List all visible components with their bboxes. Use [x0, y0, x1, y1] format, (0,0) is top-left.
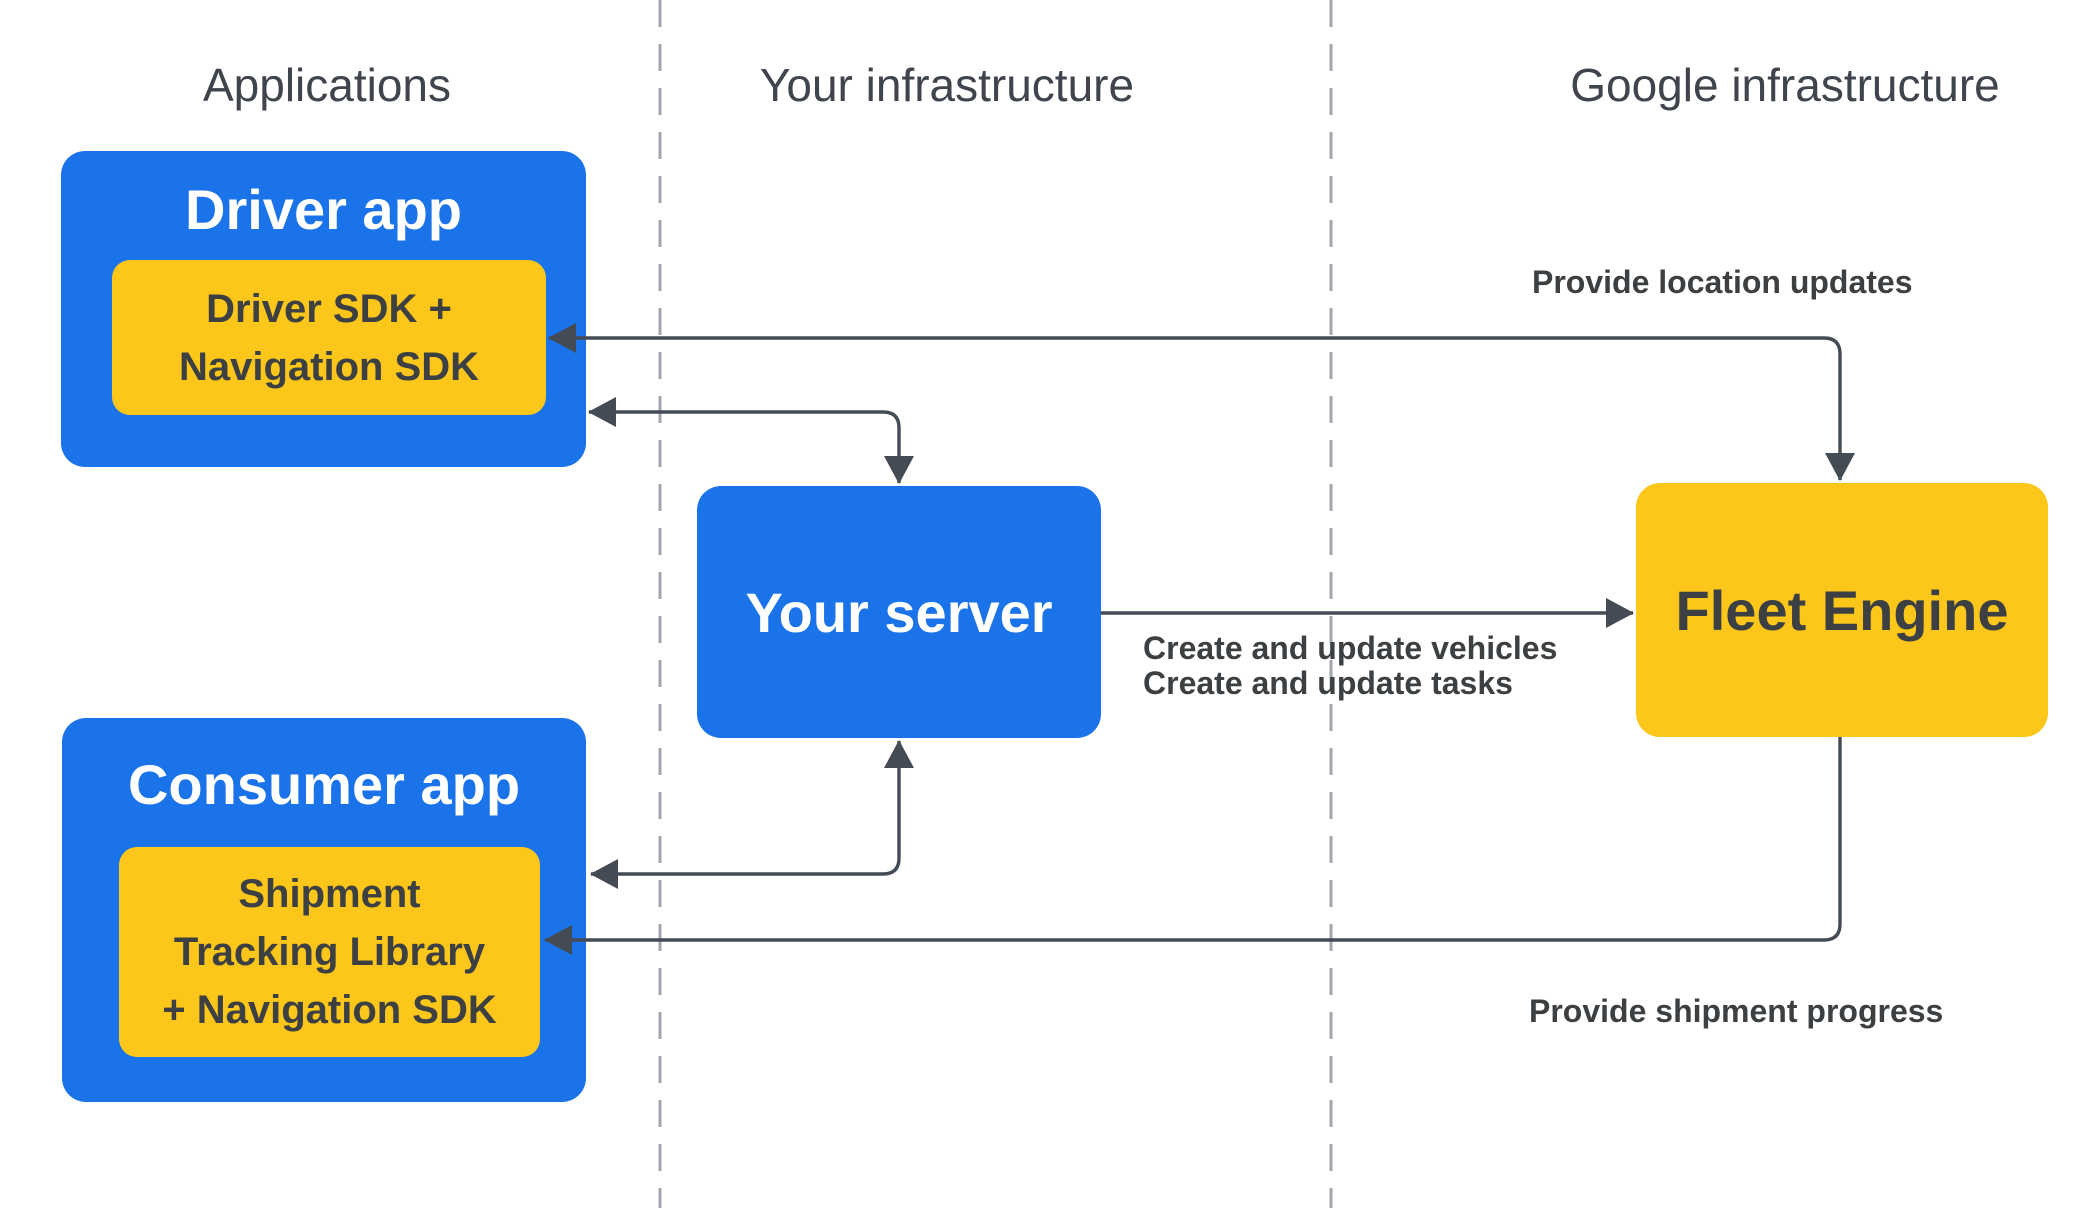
fleet-engine-title: Fleet Engine: [1675, 578, 2009, 642]
consumer-app-box: Consumer app Shipment Tracking Library +…: [62, 718, 586, 1102]
column-header-applications: Applications: [202, 59, 452, 111]
your-server-title: Your server: [745, 580, 1053, 644]
fleet-engine-box: Fleet Engine: [1636, 483, 2048, 737]
label-create-and-update: Create and update vehicles Create and up…: [1143, 631, 1557, 701]
column-header-google-infrastructure: Google infrastructure: [1570, 59, 2000, 111]
driver-app-title: Driver app: [185, 178, 462, 241]
shipment-library-label-line2: Tracking Library: [173, 930, 486, 974]
driver-sdk-label-line1: Driver SDK +: [206, 286, 452, 331]
shipment-library-label-line1: Shipment: [238, 872, 421, 916]
arrow-driver-app-your-server: [588, 397, 914, 484]
label-provide-location-updates: Provide location updates: [1532, 264, 1913, 300]
your-server-box: Your server: [697, 486, 1101, 738]
arrow-location-updates: [548, 323, 1855, 481]
arrow-shipment-progress: [544, 737, 1842, 955]
label-create-update-tasks: Create and update tasks: [1143, 665, 1513, 701]
column-header-your-infrastructure: Your infrastructure: [759, 59, 1135, 111]
shipment-tracking-library-box: Shipment Tracking Library + Navigation S…: [119, 847, 540, 1057]
consumer-app-title: Consumer app: [127, 753, 521, 816]
label-provide-shipment-progress: Provide shipment progress: [1529, 993, 1944, 1029]
label-create-update-vehicles: Create and update vehicles: [1143, 630, 1558, 666]
driver-app-box: Driver app Driver SDK + Navigation SDK: [61, 151, 586, 467]
driver-sdk-label-line2: Navigation SDK: [178, 344, 480, 389]
driver-sdk-box: Driver SDK + Navigation SDK: [112, 260, 546, 415]
shipment-library-label-line3: + Navigation SDK: [162, 988, 497, 1032]
arrow-your-server-consumer-app: [590, 740, 914, 889]
